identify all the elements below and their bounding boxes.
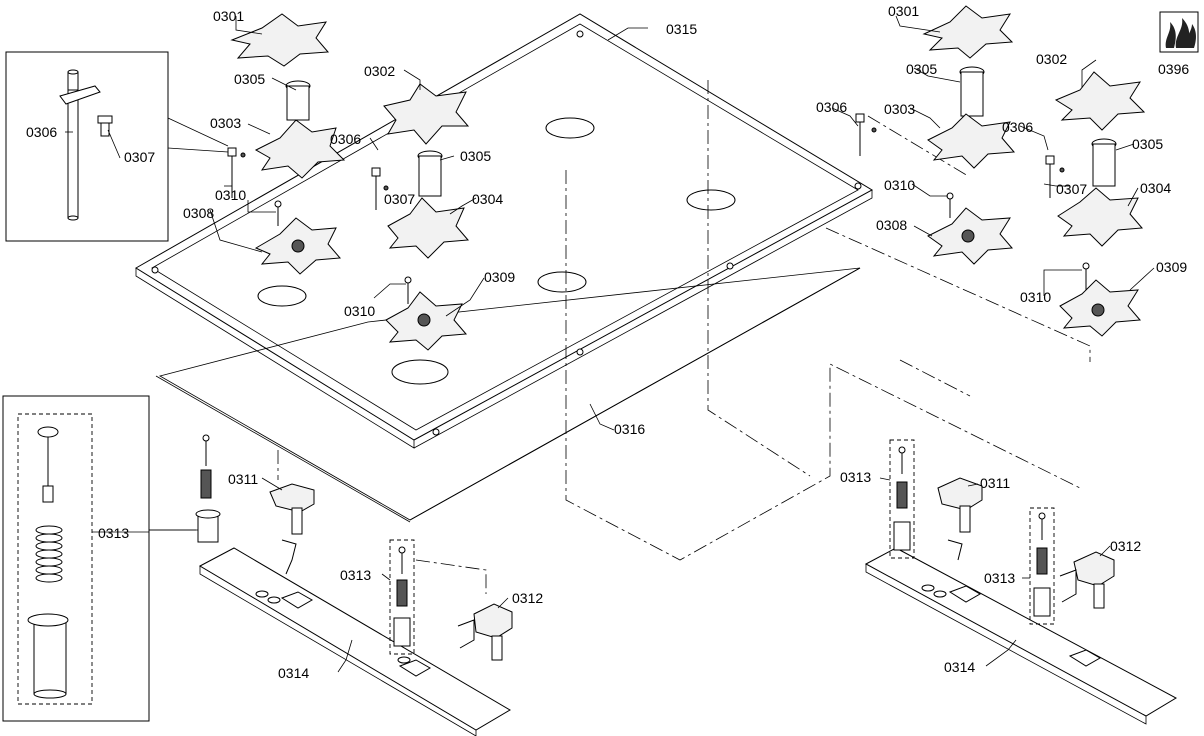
label-0306-right-b: 0306 [1002,119,1033,135]
label-0396: 0396 [1158,61,1189,77]
label-0304-center: 0304 [472,191,503,207]
label-0310-right-b: 0310 [1020,289,1051,305]
label-0305-right-b: 0305 [1132,136,1163,152]
label-0313-right-b: 0313 [984,570,1015,586]
detail-inset-thermocouple [5,51,229,242]
label-0301-right: 0301 [888,3,919,19]
label-0303-right: 0303 [884,101,915,117]
label-0302-right: 0302 [1036,51,1067,67]
label-0307-right: 0307 [1056,181,1087,197]
left-valve-rail [195,434,513,736]
label-0305-right-a: 0305 [906,61,937,77]
left-burner-stack [227,13,346,275]
label-0302-center: 0302 [364,63,395,79]
label-0311-right: 0311 [980,475,1010,491]
label-0313-right-a: 0313 [840,469,871,485]
leader-lines [65,15,1155,673]
label-0310-right-a: 0310 [884,177,915,193]
right-valve-rail [864,439,1178,725]
label-0310-center: 0310 [344,303,375,319]
label-0307-center: 0307 [384,191,415,207]
label-0313-left: 0313 [340,567,371,583]
label-0308-left: 0308 [183,205,214,221]
flame-icon [1159,11,1199,53]
label-0313-inset: 0313 [98,525,129,541]
part-labels: 0301 0305 0303 0310 0308 0306 0307 0302 … [26,3,1189,681]
label-0307-inset: 0307 [124,149,155,165]
label-0304-right: 0304 [1140,180,1171,196]
label-0309-right: 0309 [1156,259,1187,275]
label-0315: 0315 [666,21,697,37]
label-0306-inset: 0306 [26,124,57,140]
label-0303-left: 0303 [210,115,241,131]
right-burner-stack-b [1045,71,1146,337]
center-burner-stack [371,83,470,351]
label-0314-right: 0314 [944,659,975,675]
label-0301-left: 0301 [213,8,244,24]
label-0310-left: 0310 [215,187,246,203]
label-0309-center: 0309 [484,269,515,285]
label-0316: 0316 [614,421,645,437]
label-0306-right-a: 0306 [816,99,847,115]
label-0312-right: 0312 [1110,538,1141,554]
label-0314-left: 0314 [278,665,309,681]
hob-gasket-plate [155,267,861,523]
label-0305-center: 0305 [460,148,491,164]
label-0312-left: 0312 [512,590,543,606]
label-0308-right: 0308 [876,217,907,233]
label-0306-center: 0306 [330,131,361,147]
right-burner-stack-a [855,5,1016,265]
label-0305-left: 0305 [234,71,265,87]
label-0311-left: 0311 [228,471,258,487]
assembly-guide-lines [277,80,1091,594]
detail-inset-valve-spring [2,395,200,722]
